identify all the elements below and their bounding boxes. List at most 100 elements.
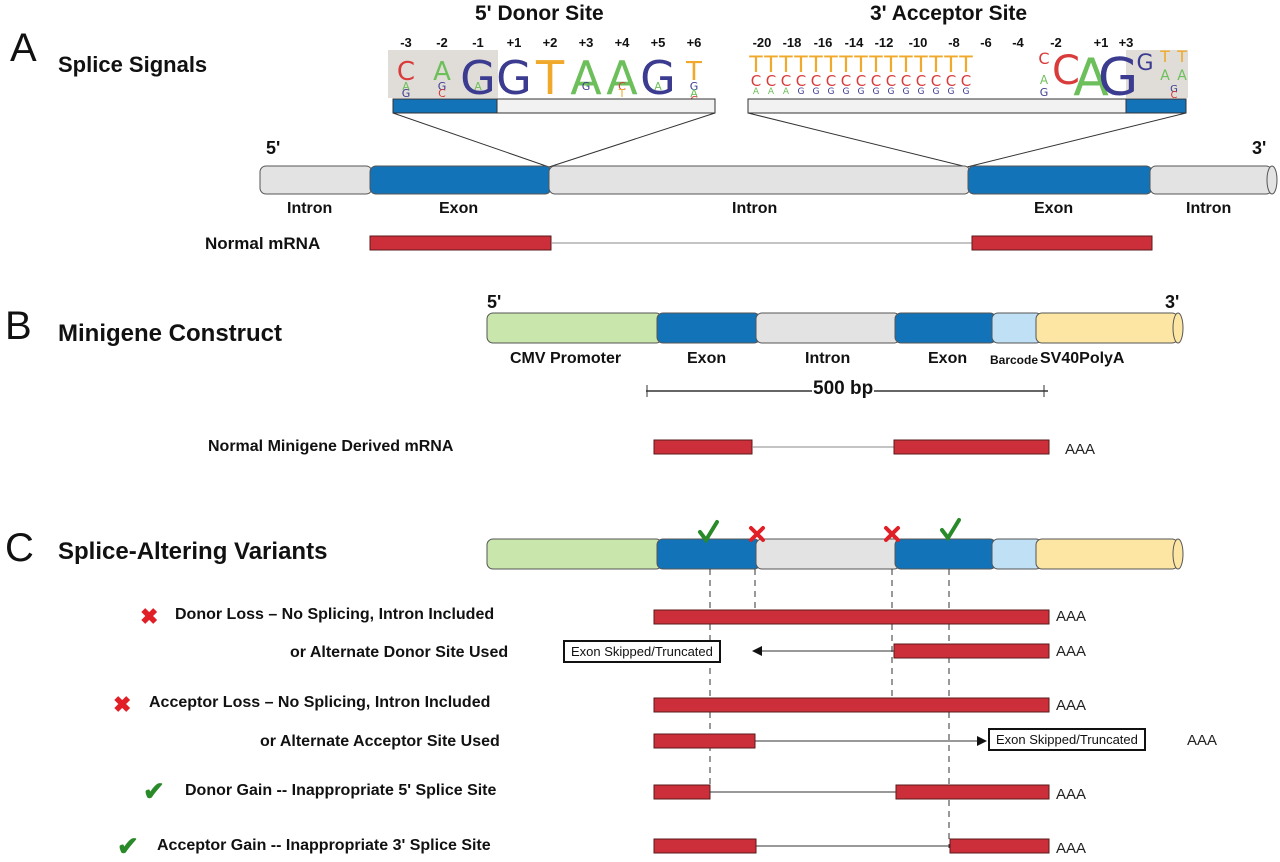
logo-letter-G: G xyxy=(402,87,411,100)
logo-letter-T: T xyxy=(823,53,838,78)
logo-letter-C: C xyxy=(856,72,866,90)
acceptor-gain-mrna-exon-1 xyxy=(653,838,757,854)
variant-label-alt-donor: or Alternate Donor Site Used xyxy=(290,644,509,661)
variant-label: Donor Loss – No Splicing, Intron Include… xyxy=(175,606,495,623)
logo-letter-A: A xyxy=(474,80,482,93)
segment-label-exon-1: Exon xyxy=(687,350,727,367)
acceptor-site-title: 3' Acceptor Site xyxy=(870,2,1028,25)
logo-letter-G: G xyxy=(582,80,591,93)
logo-letter-A: A xyxy=(1177,68,1187,84)
variant-sv40polya xyxy=(1035,538,1179,570)
logo-letter-A: A xyxy=(402,80,410,93)
segment-label-intron-3: Intron xyxy=(1186,200,1232,217)
logo-letter-C: C xyxy=(796,72,806,90)
logo-position-label: -14 xyxy=(844,35,864,50)
gene-intron-3-cap xyxy=(1266,165,1278,195)
polya-tail: AAA xyxy=(1056,786,1087,803)
logo-letter-T: T xyxy=(898,53,913,78)
donor-exon-bar xyxy=(392,98,498,114)
variant-sv40polya-cap xyxy=(1172,538,1184,570)
logo-letter-T: T xyxy=(928,53,943,78)
polya-tail: AAA xyxy=(1065,441,1096,458)
logo-letter-A: A xyxy=(654,80,662,93)
cross-icon xyxy=(749,526,765,542)
logo-letter-A: A xyxy=(433,57,451,87)
logo-position-label: -1 xyxy=(472,35,484,50)
segment-label-exon-2: Exon xyxy=(1034,200,1074,217)
logo-position-label: +4 xyxy=(614,35,630,50)
check-icon xyxy=(940,518,961,542)
variant-label: Donor Gain -- Inappropriate 5' Splice Si… xyxy=(185,782,497,799)
segment-label-intron: Intron xyxy=(805,350,851,367)
variant-barcode xyxy=(991,538,1043,570)
polya-tail: AAA xyxy=(1056,697,1087,714)
gene-exon-1 xyxy=(369,165,552,195)
alt-donor-mrna xyxy=(893,643,1050,659)
logo-letter-C: C xyxy=(961,72,971,90)
minigene-sv40polya-cap xyxy=(1172,312,1184,344)
donor-site-title: 5' Donor Site xyxy=(475,2,604,25)
logo-letter: G xyxy=(813,87,820,97)
logo-letter: G xyxy=(903,87,910,97)
minigene-exon-1 xyxy=(656,312,761,344)
panel-b-letter: B xyxy=(5,304,32,348)
check-icon xyxy=(698,520,719,544)
logo-letter-G: G xyxy=(460,51,496,105)
logo-position-label: -4 xyxy=(1012,35,1024,50)
logo-letter-C: C xyxy=(781,72,791,90)
logo-letter-G: G xyxy=(690,80,699,93)
logo-letter: G xyxy=(873,87,880,97)
zoom-guide-line xyxy=(548,112,716,168)
gene-exon-2 xyxy=(967,165,1153,195)
logo-letter-G: G xyxy=(496,51,532,105)
segment-label-barcode: Barcode xyxy=(990,353,1039,367)
variant-cmv-promoter xyxy=(486,538,663,570)
acceptor-gain-mrna-exon-2 xyxy=(949,838,1050,854)
logo-letter: G xyxy=(858,87,865,97)
segment-label-sv40polya: SV40PolyA xyxy=(1040,350,1125,367)
polya-tail: AAA xyxy=(1056,643,1087,660)
gene-intron-1 xyxy=(259,165,373,195)
logo-letter-C: C xyxy=(1171,90,1178,101)
logo-letter-A: A xyxy=(1040,73,1049,87)
segment-label-cmv-promoter: CMV Promoter xyxy=(510,350,622,367)
logo-letter-A: A xyxy=(606,51,638,105)
logo-letter-T: T xyxy=(535,51,565,105)
cross-icon xyxy=(884,526,900,542)
logo-position-label: +3 xyxy=(578,35,594,50)
acceptor-loss-mrna xyxy=(653,697,1050,713)
logo-letter: G xyxy=(933,87,940,97)
donor-loss-mrna xyxy=(653,609,1050,625)
panel-c-title: Splice-Altering Variants xyxy=(58,538,328,565)
gene-intron-2 xyxy=(548,165,971,195)
alt-acceptor-mrna xyxy=(653,733,756,749)
logo-letter-C: C xyxy=(618,80,626,93)
acceptor-intron-bar xyxy=(747,98,1127,114)
logo-letter-C: C xyxy=(751,72,761,90)
check-icon: ✔ xyxy=(143,776,165,806)
cross-icon: ✖ xyxy=(113,692,132,717)
gene-intron-3 xyxy=(1149,165,1273,195)
logo-position-label: +5 xyxy=(650,35,666,50)
logo-letter-T: T xyxy=(685,57,702,87)
logo-letter-G: G xyxy=(1170,84,1178,95)
logo-position-label: -3 xyxy=(400,35,412,50)
logo-letter-C: C xyxy=(1038,49,1049,68)
normal-mrna-exon-1 xyxy=(369,235,552,251)
panel-b-title: Minigene Construct xyxy=(58,320,283,347)
logo-letter: G xyxy=(918,87,925,97)
logo-letter: G xyxy=(888,87,895,97)
logo-position-label: -10 xyxy=(908,35,928,50)
logo-letter-C: C xyxy=(826,72,836,90)
logo-position-label: +3 xyxy=(1118,35,1134,50)
panel-a-3prime-label: 3' xyxy=(1252,138,1267,158)
logo-letter-T: T xyxy=(793,53,808,78)
logo-letter: G xyxy=(963,87,970,97)
logo-letter-C: C xyxy=(946,72,956,90)
variant-label: Acceptor Gain -- Inappropriate 3' Splice… xyxy=(157,837,491,854)
logo-letter-T: T xyxy=(883,53,898,78)
donor-intron-bar xyxy=(496,98,716,114)
logo-letter-T: T xyxy=(913,53,928,78)
logo-letter-T: T xyxy=(943,53,958,78)
logo-position-label: -20 xyxy=(752,35,772,50)
